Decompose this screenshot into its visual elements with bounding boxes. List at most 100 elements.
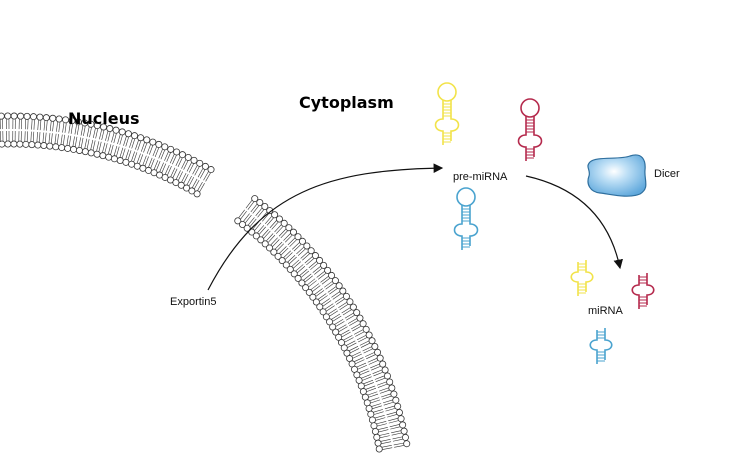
upper-membrane-lipid-tail — [194, 166, 200, 176]
upper-membrane-lipid-tail — [45, 132, 47, 143]
upper-membrane-lipid-tail — [111, 132, 115, 143]
mirna-duplex-blue — [589, 328, 613, 364]
lower-membrane-lipid-head — [256, 199, 264, 207]
upper-membrane-lipid-tail — [30, 131, 32, 142]
upper-membrane-lipid-tail — [156, 161, 161, 171]
upper-membrane-lipid-head — [58, 144, 66, 152]
upper-membrane-lipid-tail — [158, 149, 163, 159]
lower-membrane-lipid-head — [329, 323, 337, 331]
lower-membrane-lipid-tail — [301, 270, 310, 278]
lower-membrane-lipid-head — [367, 410, 375, 418]
lower-membrane-lipid-tail — [376, 381, 387, 386]
upper-membrane-lipid-tail — [186, 162, 192, 172]
upper-membrane-lipid-tail — [177, 157, 183, 168]
lower-membrane-lipid-tail — [380, 435, 390, 439]
upper-membrane-lipid-tail — [121, 148, 126, 158]
lower-membrane-lipid-tail — [372, 369, 382, 374]
lower-membrane-lipid-head — [370, 422, 378, 430]
upper-membrane-lipid-head — [10, 140, 18, 148]
lower-membrane-lipid-head — [331, 277, 339, 285]
lower-membrane-lipid-tail — [366, 354, 376, 360]
upper-membrane-lipid-tail — [170, 167, 176, 177]
upper-membrane-lipid-tail — [169, 154, 175, 164]
upper-membrane-lipid-head — [23, 112, 31, 120]
upper-membrane-lipid-tail — [95, 128, 99, 139]
duplex-strand — [646, 273, 655, 305]
upper-membrane-lipid-tail — [164, 151, 169, 161]
lower-membrane-lipid-tail — [371, 403, 382, 407]
lower-membrane-lipid-head — [368, 337, 376, 345]
upper-membrane-lipid-tail — [167, 165, 172, 176]
lower-membrane-lipid-tail — [342, 309, 352, 316]
upper-membrane-lipid-head — [167, 145, 175, 153]
lower-membrane-lipid-tail — [365, 352, 375, 357]
upper-membrane-lipid-tail — [153, 160, 159, 170]
lower-membrane-lipid-head — [388, 384, 396, 392]
lower-membrane-lipid-tail — [296, 246, 304, 255]
upper-membrane-lipid-tail — [80, 137, 84, 148]
lower-membrane-lipid-tail — [283, 233, 291, 241]
upper-membrane-lipid-head — [4, 140, 12, 148]
nuclear-membrane-upper — [0, 112, 215, 198]
lower-membrane-lipid-tail — [274, 241, 283, 250]
lower-membrane-lipid-tail — [356, 362, 367, 368]
cytoplasm-label: Cytoplasm — [299, 93, 394, 112]
lower-membrane-lipid-tail — [371, 366, 381, 371]
lower-membrane-lipid-tail — [302, 253, 310, 261]
upper-membrane-lipid-head — [46, 142, 54, 150]
lower-membrane-lipid-tail — [314, 288, 323, 295]
lower-membrane-lipid-tail — [383, 401, 394, 406]
lower-membrane-lipid-head — [356, 314, 364, 322]
lower-membrane-lipid-tail — [276, 243, 285, 251]
upper-membrane-lipid-head — [93, 150, 101, 158]
upper-membrane-lipid-tail — [194, 179, 200, 189]
upper-membrane-lipid-tail — [125, 136, 129, 147]
upper-membrane-lipid-tail — [102, 142, 106, 153]
lower-membrane-lipid-tail — [263, 230, 271, 239]
upper-membrane-lipid-tail — [188, 163, 194, 173]
upper-membrane-lipid-tail — [51, 133, 53, 144]
upper-membrane-lipid-head — [70, 145, 78, 153]
lower-membrane-lipid-tail — [352, 325, 362, 332]
upper-membrane-lipid-tail — [205, 172, 211, 182]
lower-membrane-lipid-tail — [322, 300, 332, 307]
lower-membrane-lipid-tail — [362, 376, 372, 381]
lower-membrane-lipid-tail — [304, 275, 313, 283]
upper-membrane-lipid-tail — [172, 155, 177, 165]
lower-membrane-lipid-tail — [243, 213, 250, 222]
upper-membrane-lipid-tail — [42, 132, 45, 143]
lower-membrane-lipid-head — [397, 415, 405, 423]
lower-membrane-lipid-tail — [364, 382, 374, 387]
upper-membrane-lipid-tail — [80, 125, 84, 136]
lower-membrane-lipid-tail — [308, 261, 317, 269]
upper-membrane-lipid-tail — [56, 121, 58, 132]
lower-membrane-lipid-tail — [382, 399, 393, 404]
lower-membrane-lipid-tail — [351, 351, 361, 357]
lower-membrane-lipid-tail — [255, 207, 263, 217]
upper-membrane-lipid-tail — [68, 135, 72, 146]
lower-membrane-lipid-tail — [247, 201, 255, 210]
lower-membrane-lipid-tail — [360, 342, 370, 348]
lower-membrane-lipid-tail — [388, 420, 399, 424]
upper-membrane-lipid-tail — [183, 174, 189, 184]
lower-membrane-lipid-head — [294, 233, 302, 241]
lower-membrane-lipid-tail — [324, 281, 333, 288]
lower-membrane-lipid-head — [298, 237, 306, 245]
upper-membrane-lipid-tail — [127, 150, 132, 160]
lower-membrane-lipid-tail — [381, 395, 392, 400]
upper-membrane-lipid-head — [124, 130, 132, 138]
hairpin-loop — [456, 187, 476, 207]
lower-membrane-lipid-head — [286, 265, 294, 273]
lower-membrane-lipid-tail — [394, 445, 404, 448]
lower-membrane-lipid-head — [371, 342, 379, 350]
lower-membrane-lipid-tail — [370, 363, 380, 369]
upper-membrane-lipid-tail — [86, 126, 90, 137]
upper-membrane-lipid-tail — [175, 170, 181, 180]
lower-membrane-lipid-tail — [270, 237, 278, 246]
lower-membrane-lipid-tail — [310, 283, 320, 290]
lower-membrane-lipid-head — [390, 390, 398, 398]
lower-membrane-lipid-head — [379, 360, 387, 368]
lower-membrane-lipid-head — [251, 195, 259, 203]
lower-membrane-lipid-head — [400, 427, 408, 435]
upper-membrane-lipid-head — [193, 190, 201, 198]
